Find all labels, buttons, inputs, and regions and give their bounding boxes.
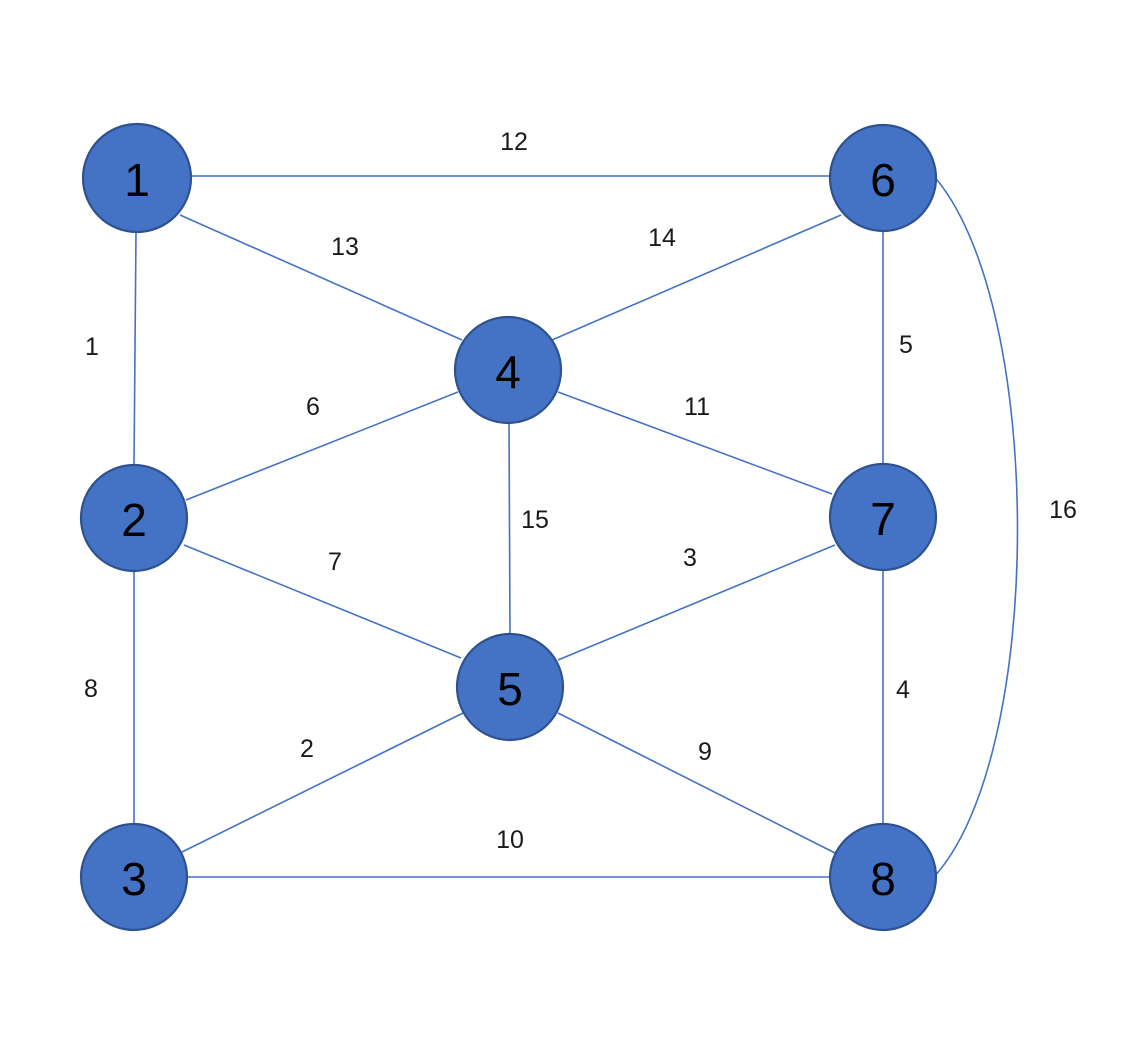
edge-5-7[interactable] [557, 544, 836, 661]
node-8[interactable]: 8 [828, 822, 938, 932]
edge-weight-label-2-5: 7 [328, 548, 342, 576]
edge-weight-label-4-6: 14 [648, 224, 676, 252]
node-circle-5[interactable] [455, 632, 565, 742]
edges-layer [133, 173, 1019, 880]
edge-weight-label-2-3: 8 [84, 675, 98, 703]
edge-weight-label-7-8: 4 [896, 676, 910, 704]
edge-5-8[interactable] [557, 712, 836, 854]
edge-weight-label-4-7: 11 [684, 393, 710, 421]
node-circle-4[interactable] [453, 315, 563, 425]
node-label-5: 5 [497, 663, 523, 715]
edge-6-8[interactable] [931, 173, 1019, 880]
node-circle-8[interactable] [828, 822, 938, 932]
node-label-2: 2 [121, 494, 147, 546]
edge-1-4[interactable] [179, 214, 463, 341]
edge-2-4[interactable] [185, 391, 459, 501]
node-circle-1[interactable] [81, 122, 193, 234]
edge-weight-label-6-8: 16 [1049, 496, 1077, 524]
edge-weight-label-1-2: 1 [85, 333, 99, 361]
node-label-3: 3 [121, 853, 147, 905]
edge-3-5[interactable] [181, 712, 464, 853]
edge-1-2[interactable] [133, 231, 137, 466]
edge-weight-label-3-5: 2 [300, 735, 314, 763]
edge-weight-label-4-5: 15 [521, 506, 549, 534]
edge-weight-label-3-8: 10 [496, 826, 524, 854]
edge-weight-label-2-4: 6 [306, 393, 320, 421]
node-7[interactable]: 7 [828, 462, 938, 572]
node-2[interactable]: 2 [79, 463, 189, 573]
node-label-7: 7 [870, 493, 896, 545]
node-5[interactable]: 5 [455, 632, 565, 742]
node-label-4: 4 [495, 346, 521, 398]
edge-4-6[interactable] [551, 214, 842, 341]
node-circle-6[interactable] [828, 123, 938, 233]
edge-2-5[interactable] [183, 544, 462, 659]
node-label-6: 6 [870, 154, 896, 206]
edge-4-5[interactable] [508, 422, 511, 635]
node-circle-3[interactable] [79, 822, 189, 932]
node-3[interactable]: 3 [79, 822, 189, 932]
edge-weight-label-1-6: 12 [500, 128, 528, 156]
node-label-8: 8 [870, 853, 896, 905]
edge-4-7[interactable] [557, 391, 833, 495]
edge-weight-label-5-7: 3 [683, 544, 697, 572]
node-label-1: 1 [124, 154, 150, 206]
edge-weight-label-6-7: 5 [899, 331, 913, 359]
edge-weight-label-1-4: 13 [331, 233, 359, 261]
node-6[interactable]: 6 [828, 123, 938, 233]
edge-weight-label-5-8: 9 [698, 738, 712, 766]
node-4[interactable]: 4 [453, 315, 563, 425]
node-circle-7[interactable] [828, 462, 938, 572]
node-circle-2[interactable] [79, 463, 189, 573]
node-1[interactable]: 1 [81, 122, 193, 234]
